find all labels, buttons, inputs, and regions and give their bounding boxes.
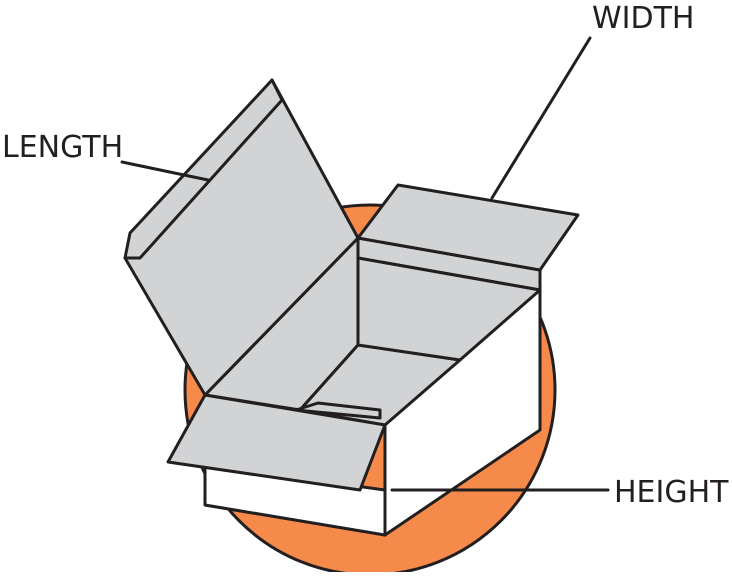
width-flap — [356, 183, 580, 272]
height-label: HEIGHT — [614, 475, 729, 510]
length-leader-line — [120, 160, 210, 182]
length-label: LENGTH — [2, 130, 123, 165]
box-inner-flap-edge — [294, 401, 382, 420]
front-flap — [166, 393, 387, 492]
width-label: WIDTH — [592, 1, 695, 36]
length-flap-fold — [123, 78, 284, 260]
width-leader-line — [490, 36, 592, 200]
box-interior-right — [356, 256, 542, 362]
